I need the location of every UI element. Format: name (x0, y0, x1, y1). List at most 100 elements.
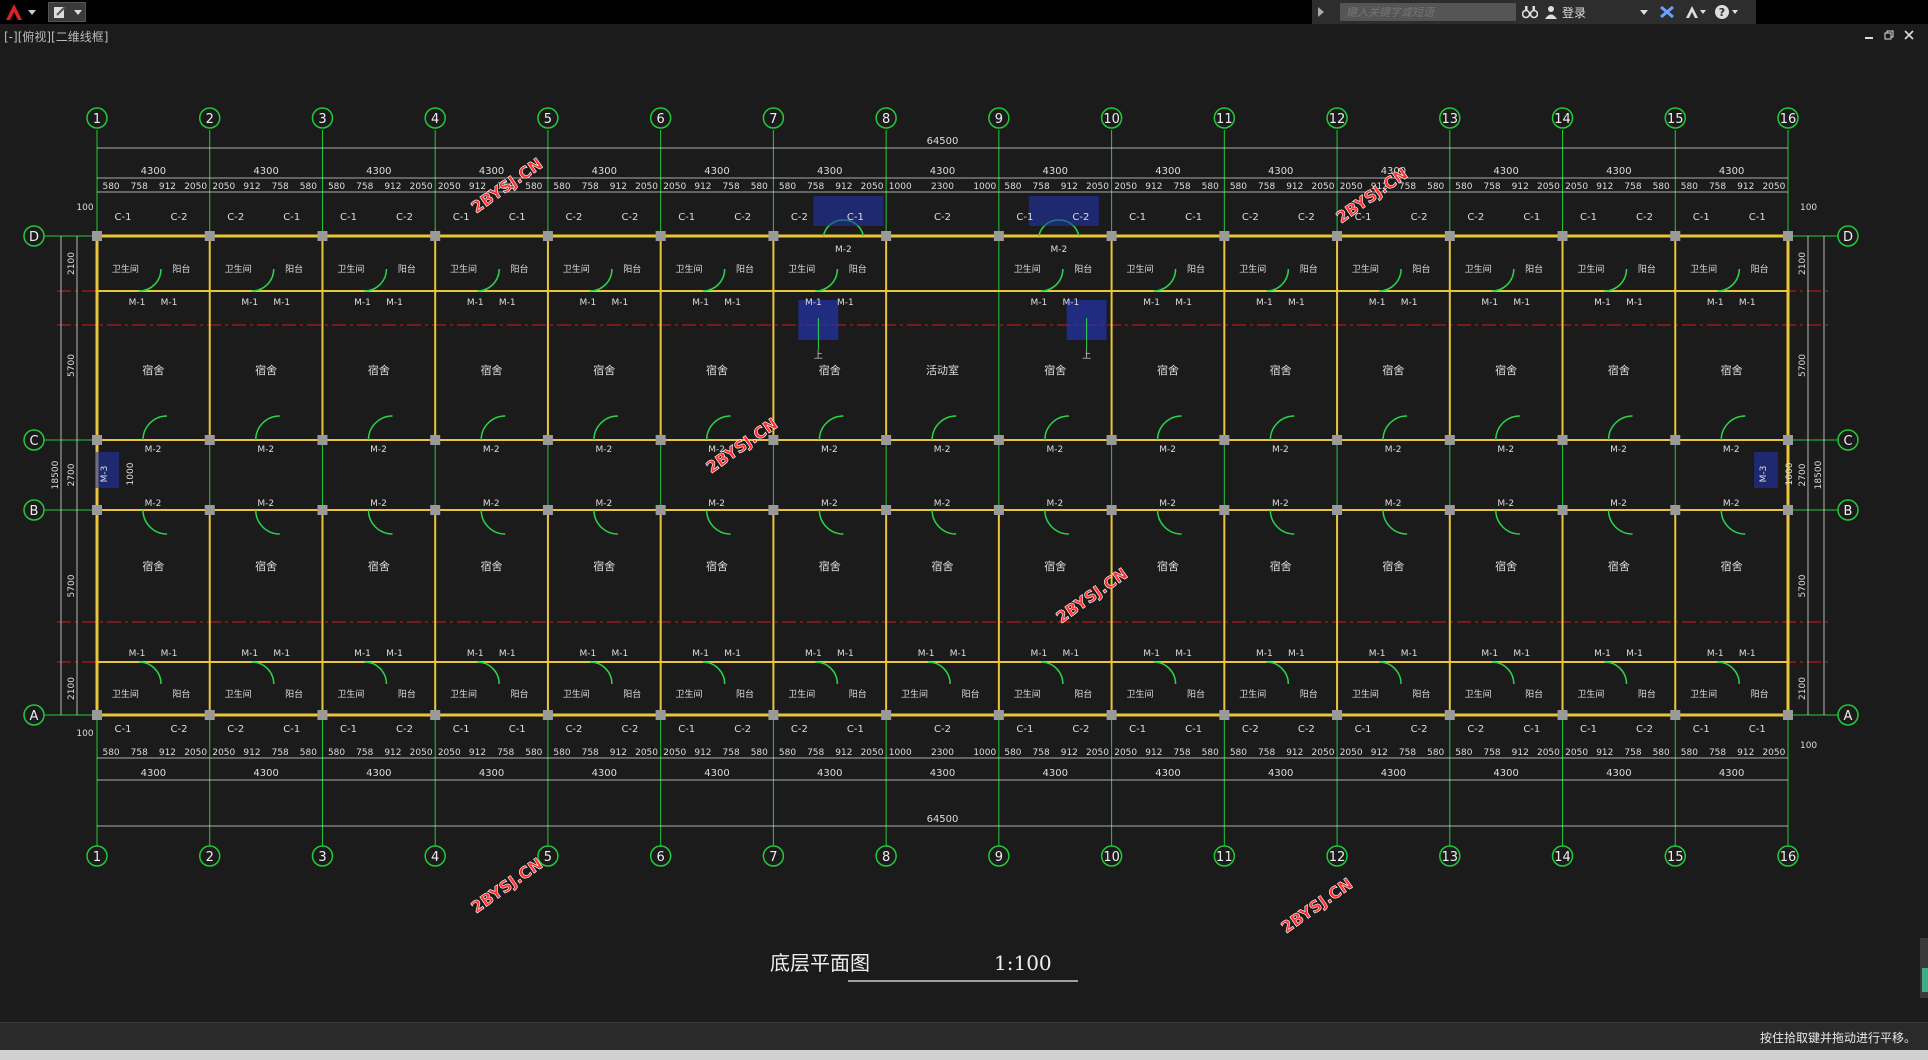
axis-bubble-letter (23, 429, 45, 451)
dim-detail-text: 1000 (973, 748, 996, 758)
dim-detail-text: 2050 (1340, 748, 1363, 758)
restore-icon[interactable] (1884, 30, 1894, 40)
door-label: M-1 (467, 298, 484, 308)
column (1106, 710, 1117, 720)
axis-letter-text: A (1844, 709, 1853, 724)
column (1782, 505, 1793, 515)
a360-button[interactable] (1680, 0, 1710, 24)
dim-detail-text: 912 (1737, 748, 1754, 758)
viewport-controls-label[interactable]: [-][俯视][二维线框] (4, 30, 109, 44)
dim-detail-text: 580 (300, 748, 317, 758)
room-label-bath: 卫生间 (1577, 688, 1604, 700)
door-label: M-1 (1513, 649, 1530, 659)
axis-number-text: 7 (769, 112, 777, 127)
login-button[interactable]: 登录 (1544, 0, 1654, 24)
door-label: M-1 (805, 649, 822, 659)
window-label: C-1 (453, 212, 470, 223)
window-label: C-2 (227, 724, 244, 735)
info-center: 登录 ? (1312, 0, 1756, 24)
door-swing (1156, 415, 1182, 441)
door-label: M-1 (950, 649, 967, 659)
watermark-text: 2BYSJ.CN (468, 854, 547, 917)
door-swing (142, 415, 168, 441)
close-icon[interactable] (1904, 30, 1914, 40)
door-label-m3: M-3 (1759, 466, 1769, 483)
help-button[interactable]: ? (1710, 0, 1744, 24)
window-label: C-1 (1749, 212, 1766, 223)
expand-arrow-icon[interactable] (1316, 6, 1326, 18)
door-swing (1040, 268, 1064, 292)
column (430, 231, 441, 241)
status-message: 按住拾取键并拖动进行平移。 (1759, 1031, 1916, 1045)
room-label-bath: 卫生间 (337, 688, 364, 700)
axis-bubble-number (1439, 107, 1461, 129)
quick-access-button[interactable] (48, 2, 86, 22)
window-label: C-1 (1749, 724, 1766, 735)
window-label: C-2 (565, 724, 582, 735)
door-label: M-2 (370, 499, 387, 509)
door-swing (1720, 415, 1746, 441)
door-label: M-2 (596, 499, 613, 509)
door-swing (705, 509, 731, 535)
door-label: M-2 (1497, 499, 1514, 509)
dim-detail-text: 2050 (212, 182, 235, 192)
door-label: M-2 (1046, 445, 1063, 455)
door-swing (1269, 509, 1295, 535)
dim-detail-text: 912 (610, 748, 627, 758)
watermark-text: 2BYSJ.CN (1053, 564, 1132, 627)
minimize-icon[interactable] (1864, 30, 1874, 40)
window-label: C-1 (340, 212, 357, 223)
window-label: C-2 (791, 724, 808, 735)
dim-bay-text: 4300 (1268, 166, 1293, 177)
room-label-bath: 卫生间 (1577, 263, 1604, 275)
exchange-apps-button[interactable] (1654, 0, 1680, 24)
axis-letter-text: D (29, 230, 39, 245)
door-label: M-2 (821, 445, 838, 455)
window-label: C-2 (1298, 212, 1315, 223)
door-label: M-2 (1272, 445, 1289, 455)
dim-detail-text: 912 (1145, 748, 1162, 758)
room-label-balcony: 阳台 (1638, 263, 1656, 275)
search-button[interactable] (1516, 0, 1544, 24)
dim-detail-text: 2050 (212, 748, 235, 758)
window-label: C-2 (734, 724, 751, 735)
door-label: M-1 (1256, 649, 1273, 659)
column (1332, 710, 1343, 720)
room-label-balcony: 阳台 (285, 688, 303, 700)
dim-detail-text: 580 (1427, 182, 1444, 192)
room-label-bath: 卫生间 (676, 263, 703, 275)
application-menu-button[interactable] (0, 0, 40, 24)
window-label: C-1 (1580, 212, 1597, 223)
door-swing (1153, 661, 1177, 685)
dim-detail-text: 758 (1033, 748, 1050, 758)
axis-bubble-number (762, 845, 785, 867)
door-label: M-1 (354, 298, 371, 308)
dim-bay-text: 4300 (1606, 166, 1631, 177)
room-label-dorm: 宿舍 (1157, 559, 1179, 573)
column (993, 710, 1004, 720)
dim-detail-text: 758 (356, 182, 373, 192)
room-label-bath: 卫生间 (1014, 263, 1041, 275)
window-label: C-1 (509, 212, 526, 223)
column (430, 710, 441, 720)
column (768, 710, 779, 720)
dim-bay-text: 4300 (1043, 768, 1068, 779)
window-label: C-2 (1072, 724, 1089, 735)
room-label-dorm: 宿舍 (255, 363, 277, 377)
search-input[interactable] (1340, 3, 1516, 21)
door-swing (593, 415, 618, 441)
column (542, 710, 553, 720)
axis-bubble-number (875, 107, 897, 129)
column (204, 505, 215, 515)
axis-bubble-number (1100, 107, 1123, 129)
door-swing (1266, 268, 1290, 292)
drawing-title: 底层平面图 (770, 951, 870, 975)
column (1219, 710, 1230, 720)
dim-bay-text: 4300 (366, 768, 391, 779)
dim-bay-text: 4300 (253, 166, 278, 177)
room-label-balcony: 阳台 (736, 263, 754, 275)
room-label-bath: 卫生间 (788, 263, 815, 275)
navigation-bar-handle[interactable] (1922, 968, 1928, 992)
window-label: C-1 (678, 212, 695, 223)
